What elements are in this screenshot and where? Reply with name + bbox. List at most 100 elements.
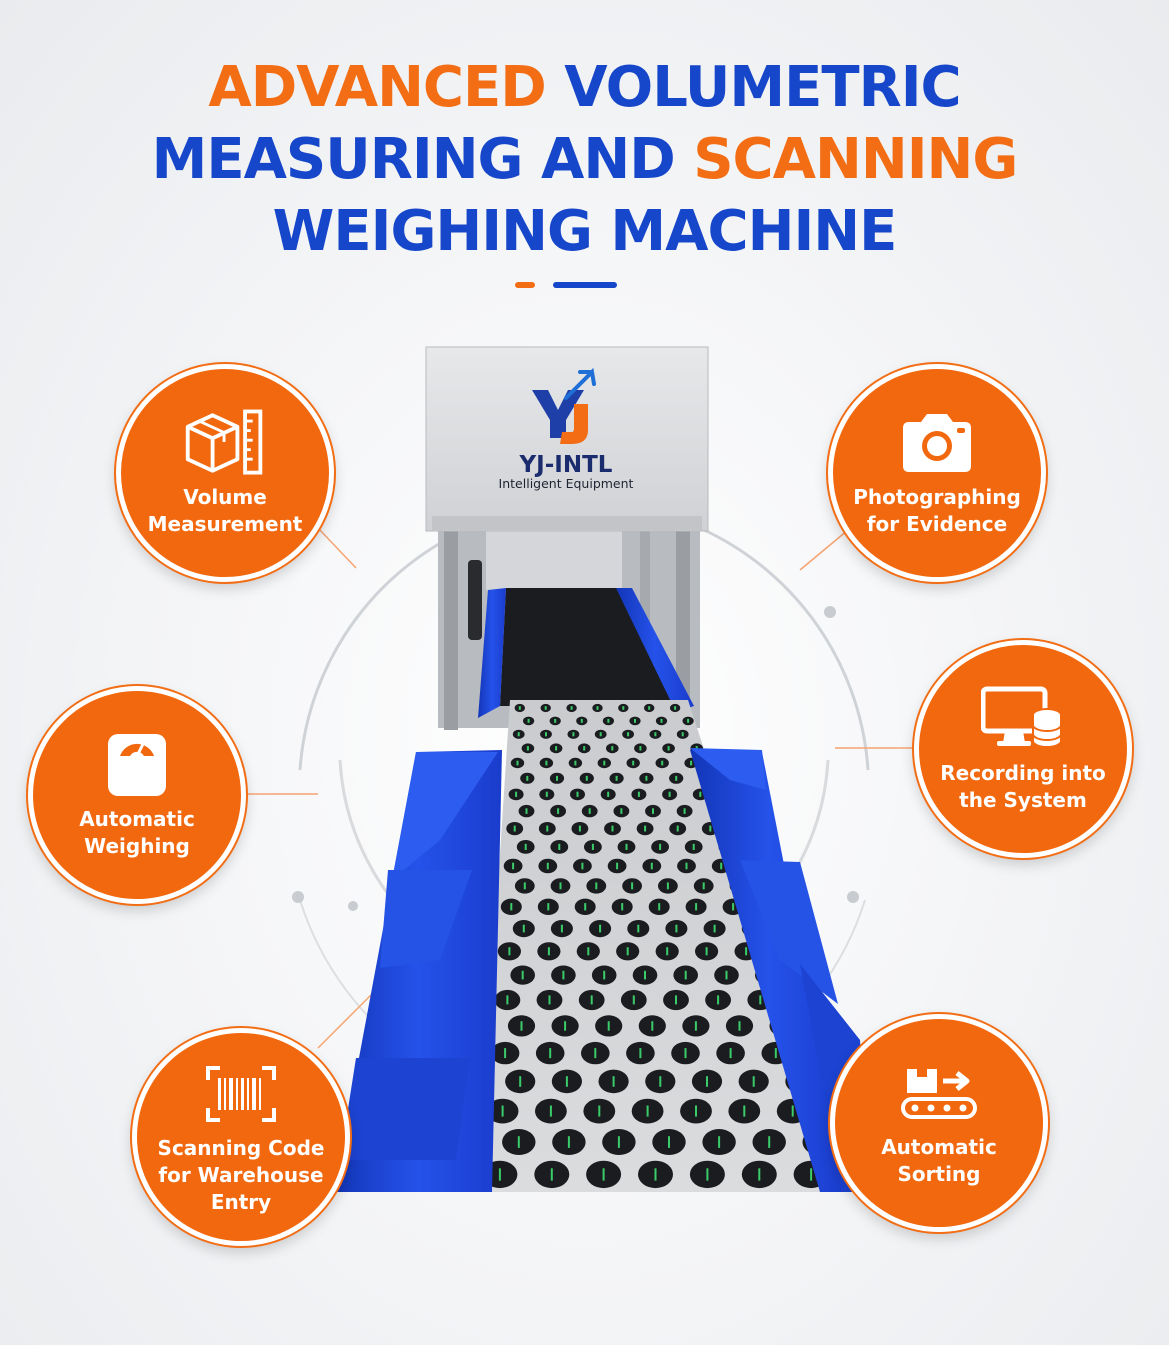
roller-indicator [645, 775, 648, 781]
roller-indicator [758, 1168, 761, 1181]
roller-indicator [545, 791, 548, 797]
roller-indicator [594, 1048, 597, 1059]
roller-indicator [648, 706, 651, 710]
roller-indicator [549, 1105, 552, 1117]
roller-indicator [607, 791, 610, 797]
roller-indicator [621, 903, 624, 911]
roller-indicator [548, 995, 551, 1005]
roller-indicator [685, 862, 688, 870]
roller-indicator [570, 706, 573, 710]
roller-indicator [546, 825, 549, 832]
feature-automatic-weighing: Automatic Weighing [28, 686, 246, 904]
title-word-volumetric: VOLUMETRIC [564, 55, 961, 120]
roller-indicator [558, 843, 561, 850]
roller-indicator [596, 706, 599, 710]
roller-indicator [702, 882, 705, 890]
roller-indicator [547, 903, 550, 911]
roller-indicator [517, 732, 520, 737]
roller-indicator [660, 718, 663, 723]
roller-indicator [603, 970, 606, 980]
roller-indicator [581, 862, 584, 870]
roller-indicator [570, 1202, 572, 1215]
roller-indicator [516, 1202, 518, 1215]
roller-indicator [549, 1048, 552, 1059]
roller-indicator [652, 808, 654, 814]
brand-tagline: Intelligent Equipment [499, 476, 634, 491]
feature-recording-system: Recording into the System [914, 640, 1132, 858]
roller-indicator [567, 1136, 570, 1148]
roller-indicator [517, 1136, 520, 1148]
roller-indicator [545, 760, 548, 766]
roller-indicator [520, 1021, 523, 1031]
roller-wheel [499, 1194, 536, 1223]
roller-wheel [714, 1194, 751, 1223]
roller-indicator [774, 1048, 777, 1059]
feature-photographing-evidence: Photographing for Evidence [828, 364, 1046, 582]
title-line-weighing-machine: WEIGHING MACHINE [272, 199, 898, 264]
conveyor-sorting-icon [896, 1058, 982, 1128]
sorter-bed [478, 700, 858, 1223]
feature-label: Scanning Code for Warehouse Entry [157, 1135, 325, 1214]
roller-indicator [602, 1168, 605, 1181]
roller-indicator [627, 732, 630, 737]
roller-indicator [639, 1048, 642, 1059]
roller-indicator [556, 775, 558, 781]
roller-indicator [525, 808, 528, 814]
roller-indicator [683, 808, 686, 814]
roller-indicator [785, 1202, 787, 1215]
roller-indicator [504, 1048, 507, 1059]
roller-wheel [768, 1194, 805, 1223]
gantry-panel [425, 346, 709, 532]
roller-indicator [626, 947, 629, 956]
roller-indicator [555, 746, 558, 751]
title-word-scanning: SCANNING [693, 127, 1018, 192]
roller-indicator [706, 1076, 708, 1087]
roller-indicator [694, 1021, 697, 1031]
roller-wheel [821, 1194, 858, 1223]
roller-indicator [675, 995, 677, 1005]
roller-indicator [634, 718, 636, 723]
roller-indicator [521, 970, 524, 980]
roller-indicator [650, 862, 653, 870]
roller-indicator [659, 1076, 662, 1087]
roller-indicator [717, 995, 720, 1005]
roller-indicator [501, 1105, 504, 1117]
roller-indicator [632, 995, 635, 1005]
feature-label: Photographing for Evidence [853, 485, 1021, 536]
roller-indicator [583, 746, 586, 751]
roller-indicator [706, 1168, 709, 1181]
roller-indicator [584, 903, 587, 911]
roller-indicator [591, 843, 594, 850]
roller-indicator [718, 1136, 721, 1148]
roller-indicator [544, 706, 547, 710]
roller-indicator [587, 947, 590, 956]
roller-indicator [768, 1136, 771, 1148]
roller-indicator [512, 862, 515, 870]
roller-indicator [675, 775, 678, 781]
roller-indicator [611, 825, 614, 832]
roller-indicator [624, 1202, 626, 1215]
feature-label: Automatic Weighing [79, 807, 195, 858]
roller-indicator [560, 924, 563, 933]
roller-indicator [676, 825, 679, 832]
roller-indicator [752, 1076, 755, 1087]
brand-name: YJ-INTL [519, 452, 613, 478]
roller-indicator [607, 1021, 610, 1031]
roller-indicator [731, 1202, 733, 1215]
roller-indicator [508, 947, 511, 956]
roller-indicator [603, 760, 606, 766]
feature-volume-measurement: Volume Measurement [116, 364, 334, 582]
title-accent-orange [515, 282, 535, 288]
roller-indicator [745, 947, 748, 956]
roller-indicator [564, 1021, 567, 1031]
roller-indicator [607, 718, 610, 723]
roller-indicator [687, 718, 690, 723]
scale-icon [94, 730, 180, 800]
roller-indicator [695, 1105, 697, 1117]
roller-indicator [518, 706, 521, 710]
side-guards [334, 748, 870, 1192]
brand-logo-icon [532, 367, 596, 444]
roller-indicator [559, 882, 562, 890]
roller-indicator [725, 970, 728, 980]
roller-indicator [527, 718, 530, 723]
